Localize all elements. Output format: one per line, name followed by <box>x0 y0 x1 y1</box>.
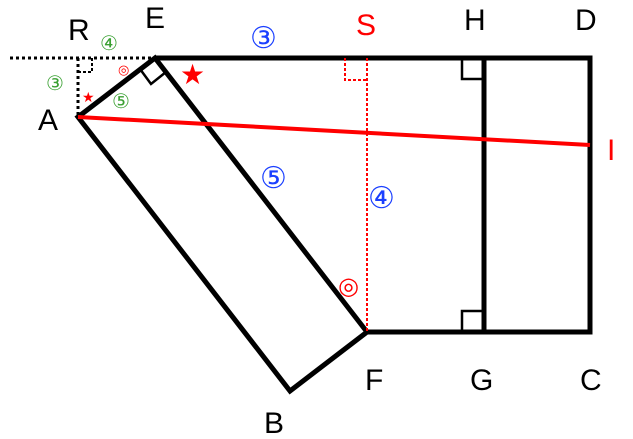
right-angle-mark-R <box>78 58 93 73</box>
rectangle-EDCF-top <box>155 55 593 335</box>
label-A: A <box>38 104 58 137</box>
label-R: R <box>68 14 90 47</box>
length-label-EF: ⑤ <box>260 162 287 195</box>
star-marker-E: ★ <box>180 59 205 90</box>
label-D: D <box>575 4 597 37</box>
length-label-ES: ③ <box>250 22 277 55</box>
label-B: B <box>264 407 284 439</box>
right-angle-mark-E <box>138 68 167 86</box>
label-F: F <box>365 364 383 397</box>
label-H: H <box>464 4 486 37</box>
star-marker-A: ★ <box>82 89 95 105</box>
label-I: I <box>607 134 615 167</box>
right-angle-mark-G <box>460 309 484 332</box>
double-circle-marker-E: ◎ <box>118 62 129 77</box>
length-label-AR: ③ <box>46 73 64 95</box>
label-C: C <box>580 364 602 397</box>
double-circle-marker-F: ◎ <box>338 273 359 300</box>
right-angle-mark-H <box>460 58 484 81</box>
label-E: E <box>145 2 165 35</box>
length-label-RE: ④ <box>100 33 118 55</box>
segment-AI <box>77 115 591 147</box>
rectangle-AEFB <box>74 54 371 395</box>
length-label-SF: ④ <box>368 182 395 215</box>
length-label-AE: ⑤ <box>112 91 130 113</box>
label-S: S <box>356 9 376 42</box>
right-angle-mark-S <box>344 58 367 81</box>
label-G: G <box>470 364 493 397</box>
